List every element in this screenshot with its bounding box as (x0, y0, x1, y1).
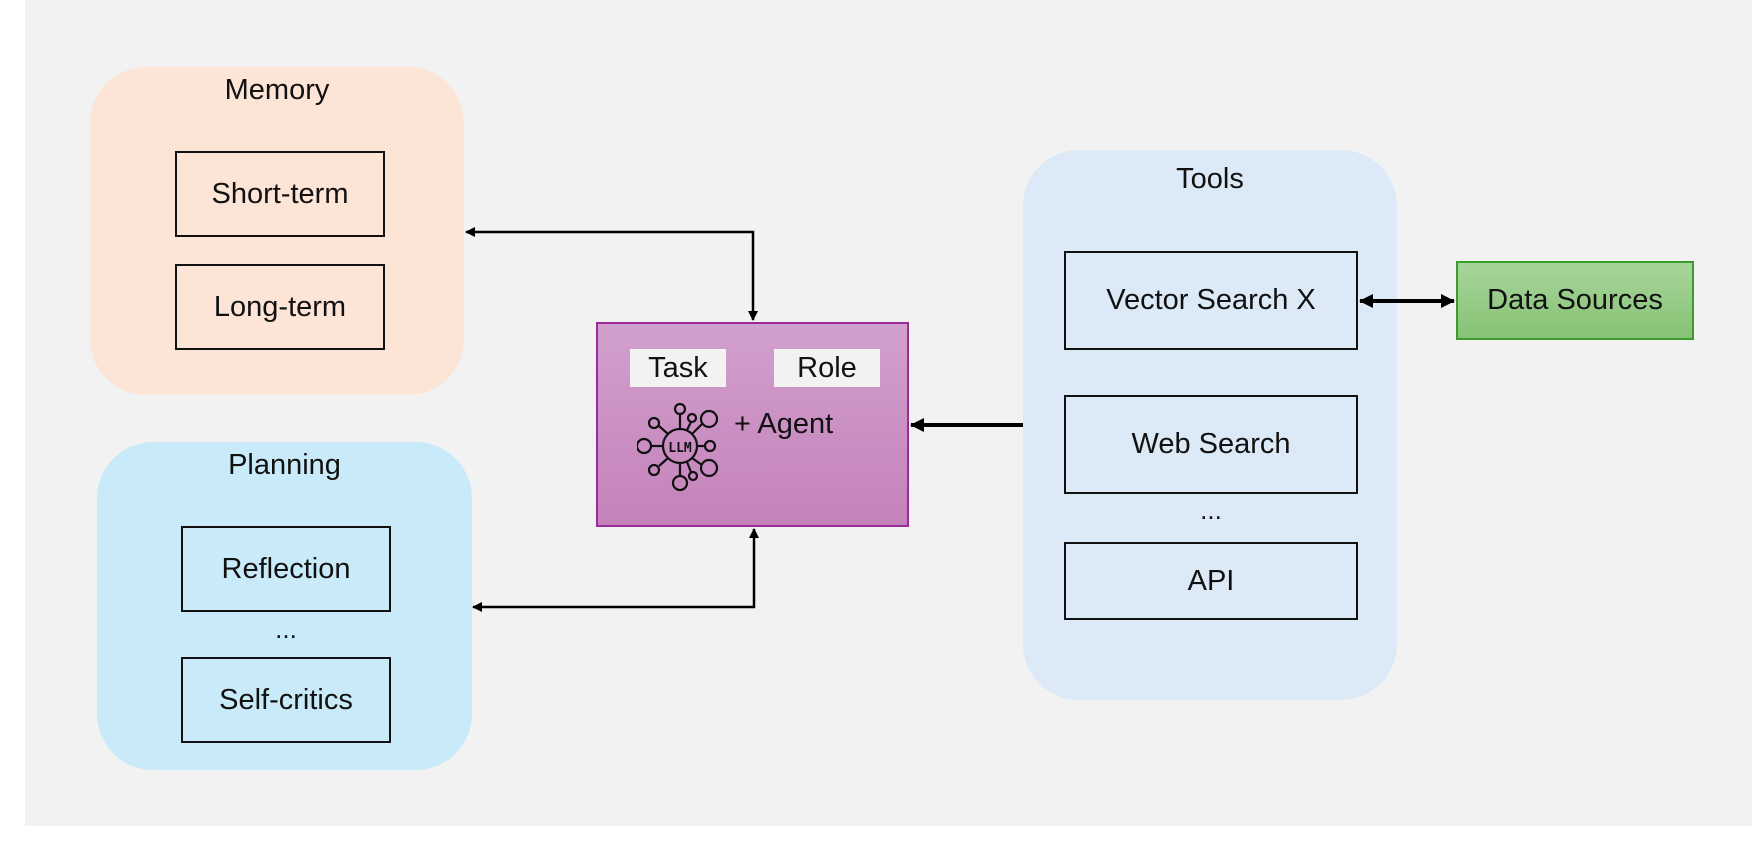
llm-icon-text: LLM (668, 441, 692, 456)
planning-agent-connector (472, 528, 759, 612)
agent-label: + Agent (734, 408, 834, 440)
tools-vector-search: Vector Search X (1064, 251, 1358, 350)
task-label: Task (630, 349, 726, 387)
planning-reflection: Reflection (181, 526, 391, 612)
planning-title: Planning (228, 449, 341, 481)
planning-self-critics: Self-critics (181, 657, 391, 743)
planning-group: Planning Reflection ... Self-critics (97, 442, 472, 770)
llm-network-icon: LLM (637, 402, 719, 492)
memory-title: Memory (224, 74, 330, 106)
data-sources-box: Data Sources (1456, 261, 1694, 340)
role-label: Role (774, 349, 880, 387)
memory-long-term: Long-term (175, 264, 385, 350)
agent-box: Task Role LLM + Agent (596, 322, 909, 527)
memory-group: Memory Short-term Long-term (90, 67, 464, 395)
tools-group: Tools Vector Search X Web Search ... API (1023, 150, 1397, 700)
tools-ellipsis: ... (1200, 495, 1222, 525)
memory-agent-connector (465, 227, 758, 321)
tools-web-search: Web Search (1064, 395, 1358, 494)
tools-title: Tools (1176, 163, 1244, 195)
memory-short-term: Short-term (175, 151, 385, 237)
planning-ellipsis: ... (275, 614, 297, 644)
tools-api: API (1064, 542, 1358, 620)
